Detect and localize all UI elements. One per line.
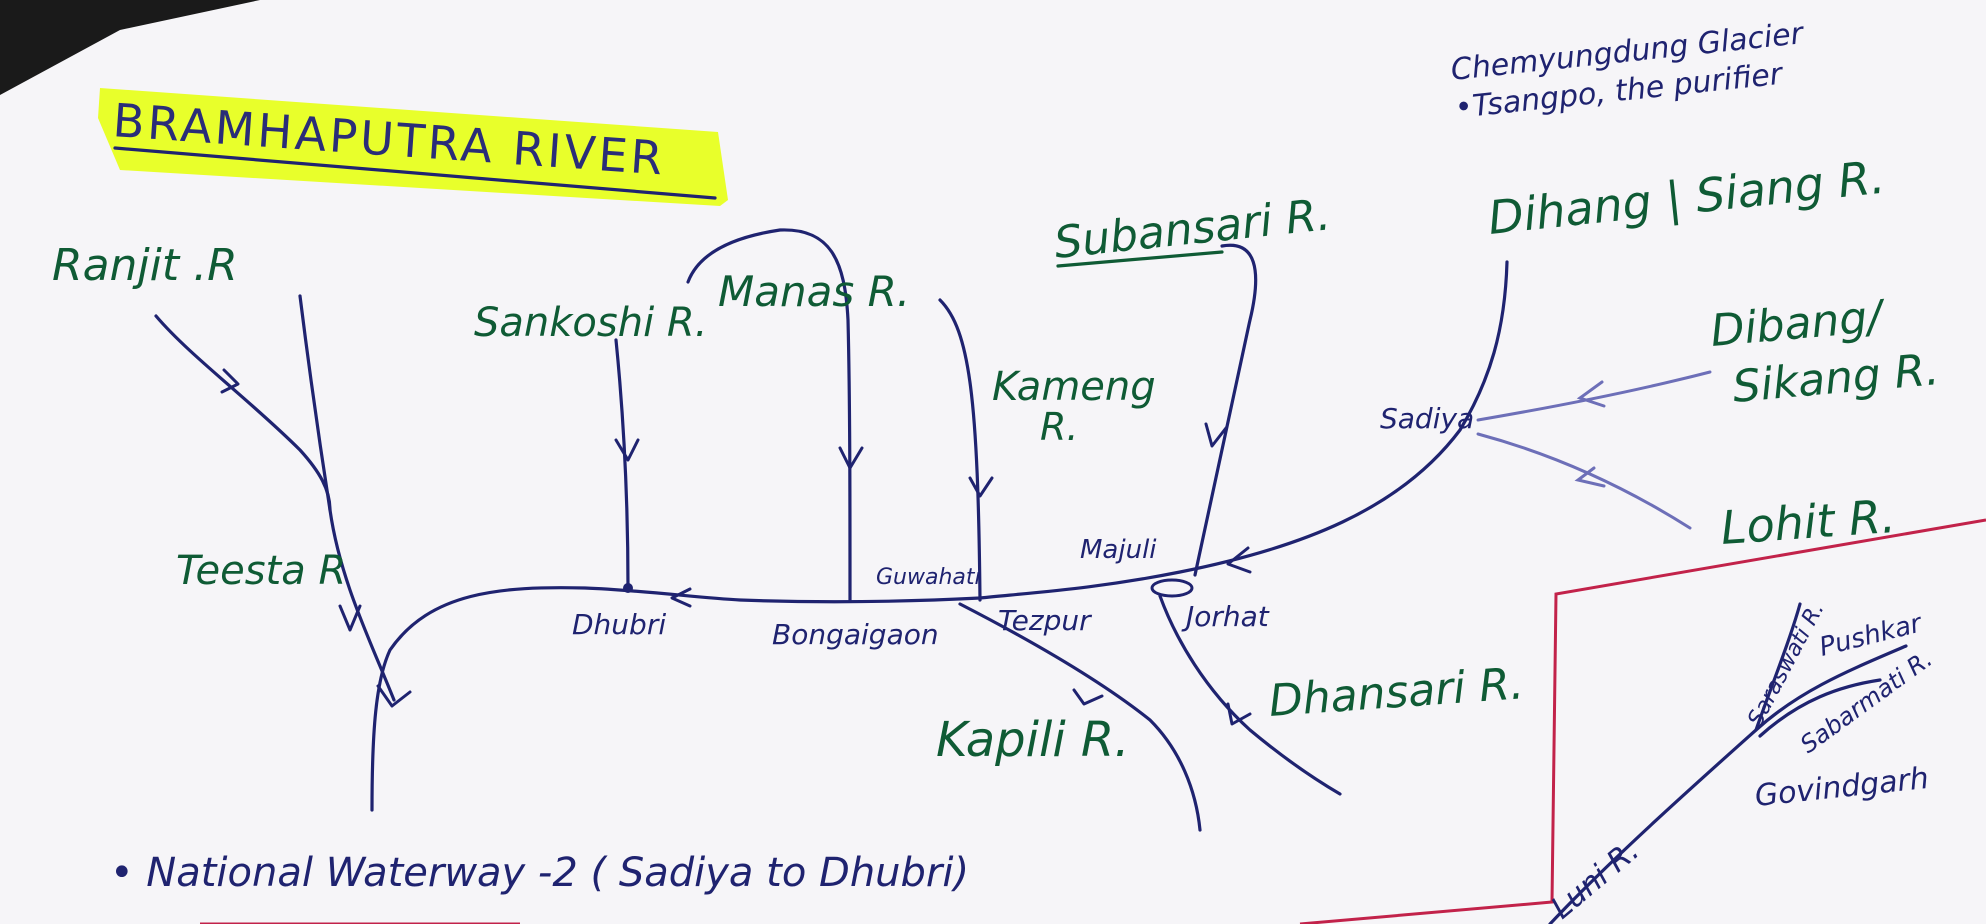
teesta-arrow-1 bbox=[338, 604, 362, 632]
saraswati-river bbox=[1754, 602, 1802, 732]
label-majuli: Majuli bbox=[1080, 535, 1157, 565]
manas-arrow bbox=[838, 446, 864, 470]
sankoshi-river bbox=[614, 338, 630, 590]
footer-waterway-note: • National Waterway -2 ( Sadiya to Dhubr… bbox=[110, 850, 969, 896]
label-jorhat: Jorhat bbox=[1181, 600, 1270, 633]
label-ranjit-river: Ranjit .R bbox=[52, 240, 238, 291]
teesta-river bbox=[298, 294, 396, 702]
title-highlight bbox=[98, 88, 728, 206]
sankoshi-arrow bbox=[614, 438, 640, 462]
kapili-arrow bbox=[1072, 688, 1104, 706]
label-kameng-river-line2: R. bbox=[1040, 405, 1078, 449]
label-manas-river: Manas R. bbox=[718, 267, 910, 316]
dhansari-arrow bbox=[1226, 702, 1252, 726]
label-bongaigaon: Bongaigaon bbox=[772, 618, 939, 651]
title-underline bbox=[113, 146, 717, 200]
majuli-island bbox=[1150, 578, 1194, 598]
sabarmati-river bbox=[1758, 678, 1882, 738]
label-lohit-river: Lohit R. bbox=[1719, 489, 1897, 555]
label-dhubri: Dhubri bbox=[572, 608, 666, 641]
kapili-river bbox=[958, 602, 1202, 832]
subansari-underline bbox=[1056, 250, 1224, 268]
label-kapili-river: Kapili R. bbox=[936, 712, 1130, 768]
luni-river bbox=[1548, 644, 1908, 924]
inset-border-line bbox=[1299, 518, 1986, 924]
label-kameng-river-line1: Kameng bbox=[992, 364, 1156, 410]
kameng-river bbox=[938, 298, 982, 602]
subansari-river bbox=[1193, 243, 1258, 577]
label-sankoshi-river: Sankoshi R. bbox=[474, 300, 707, 346]
label-tezpur: Tezpur bbox=[998, 604, 1092, 637]
lohit-arrow bbox=[1574, 466, 1606, 488]
label-guwahati: Guwahati bbox=[876, 565, 981, 590]
teesta-arrow-2 bbox=[376, 684, 412, 708]
dhubri-confluence-dot bbox=[623, 583, 633, 593]
label-teesta-river: Teesta R bbox=[176, 548, 346, 594]
manas-river bbox=[686, 228, 852, 602]
main-arrow-1 bbox=[1226, 546, 1252, 574]
main-arrow-2 bbox=[670, 587, 692, 608]
subansari-arrow bbox=[1204, 422, 1228, 448]
kameng-arrow bbox=[968, 476, 994, 498]
dhansari-river bbox=[1158, 594, 1342, 796]
lohit-river bbox=[1476, 432, 1692, 530]
brahmaputra-main-river bbox=[370, 260, 1509, 812]
ranjit-arrow bbox=[220, 368, 240, 394]
label-sadiya: Sadiya bbox=[1380, 402, 1474, 435]
dibang-arrow bbox=[1576, 380, 1606, 408]
dibang-river bbox=[1476, 370, 1712, 422]
